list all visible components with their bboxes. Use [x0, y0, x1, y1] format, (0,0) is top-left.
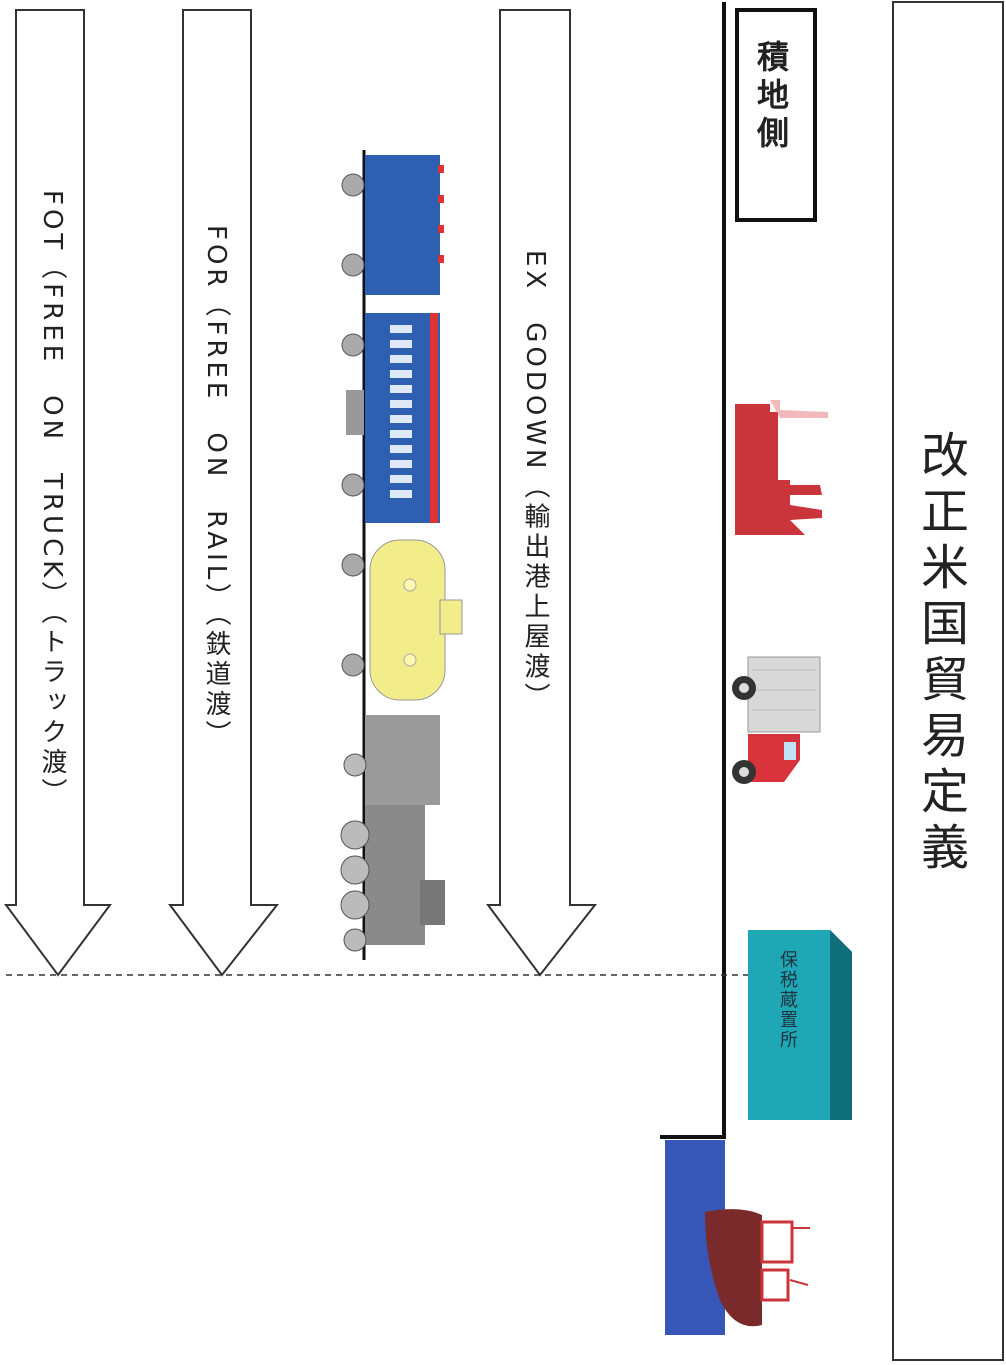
arrow-for — [168, 9, 280, 977]
arrow-label-fot: FOT（FREE ON TRUCK）（トラック渡） — [37, 190, 67, 809]
tank-car-icon — [341, 539, 463, 701]
warehouse-icon — [748, 930, 852, 1120]
ground-line — [660, 2, 726, 1139]
locomotive-icon — [340, 715, 445, 952]
diagram-title: 改正米国貿易定義 — [912, 430, 968, 878]
ship-icon — [705, 1209, 810, 1327]
arrow-ex-godown — [486, 9, 598, 977]
arrow-label-for: FOR（FREE ON RAIL）（鉄道渡） — [201, 225, 231, 751]
warehouse-label: 保税蔵置所 — [777, 950, 798, 1050]
boxcar-icon — [341, 155, 444, 295]
arrow-fot — [4, 9, 112, 977]
title-frame — [892, 1, 1004, 1361]
factory-icon — [735, 400, 828, 535]
side-label-box — [735, 8, 817, 222]
loading-side-label: 積地側 — [752, 40, 790, 154]
arrow-label-ex-godown: EX GODOWN（輸出港上屋渡） — [520, 250, 550, 713]
truck-icon — [732, 656, 821, 784]
passenger-car-icon — [341, 313, 440, 523]
